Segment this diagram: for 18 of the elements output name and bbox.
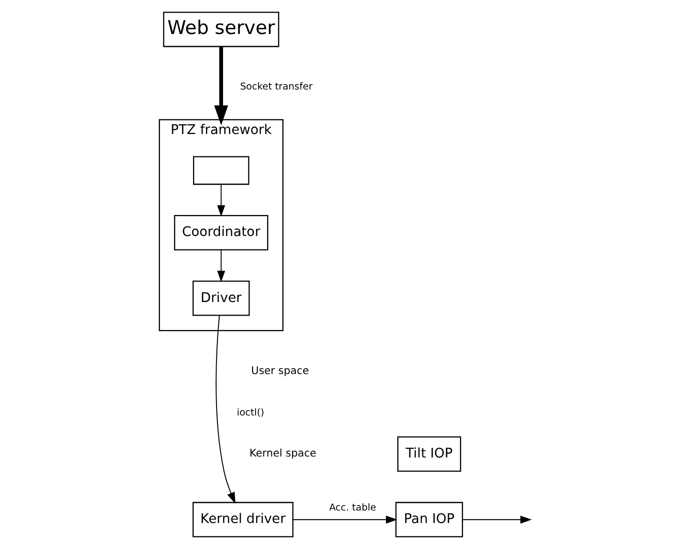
arrow (215, 315, 235, 504)
node-box: Driver (192, 280, 250, 316)
label: User space (250, 365, 308, 378)
edge-label: ioctl() (236, 408, 264, 419)
node-box: Tilt IOP (396, 436, 461, 472)
arrow (292, 516, 397, 524)
arrow (462, 516, 532, 524)
node-box: Web server (162, 12, 279, 48)
node-box: Pan IOP (394, 502, 463, 538)
node-box: Coordinator (174, 215, 268, 250)
arrow (216, 184, 225, 217)
node-box (192, 156, 249, 185)
label: Kernel space (249, 448, 316, 460)
edge-label: Acc. table (328, 502, 376, 514)
edge-label: Socket transfer (240, 82, 312, 93)
arrow (214, 46, 228, 126)
node-box: Kernel driver (192, 502, 293, 538)
arrow (216, 250, 225, 282)
